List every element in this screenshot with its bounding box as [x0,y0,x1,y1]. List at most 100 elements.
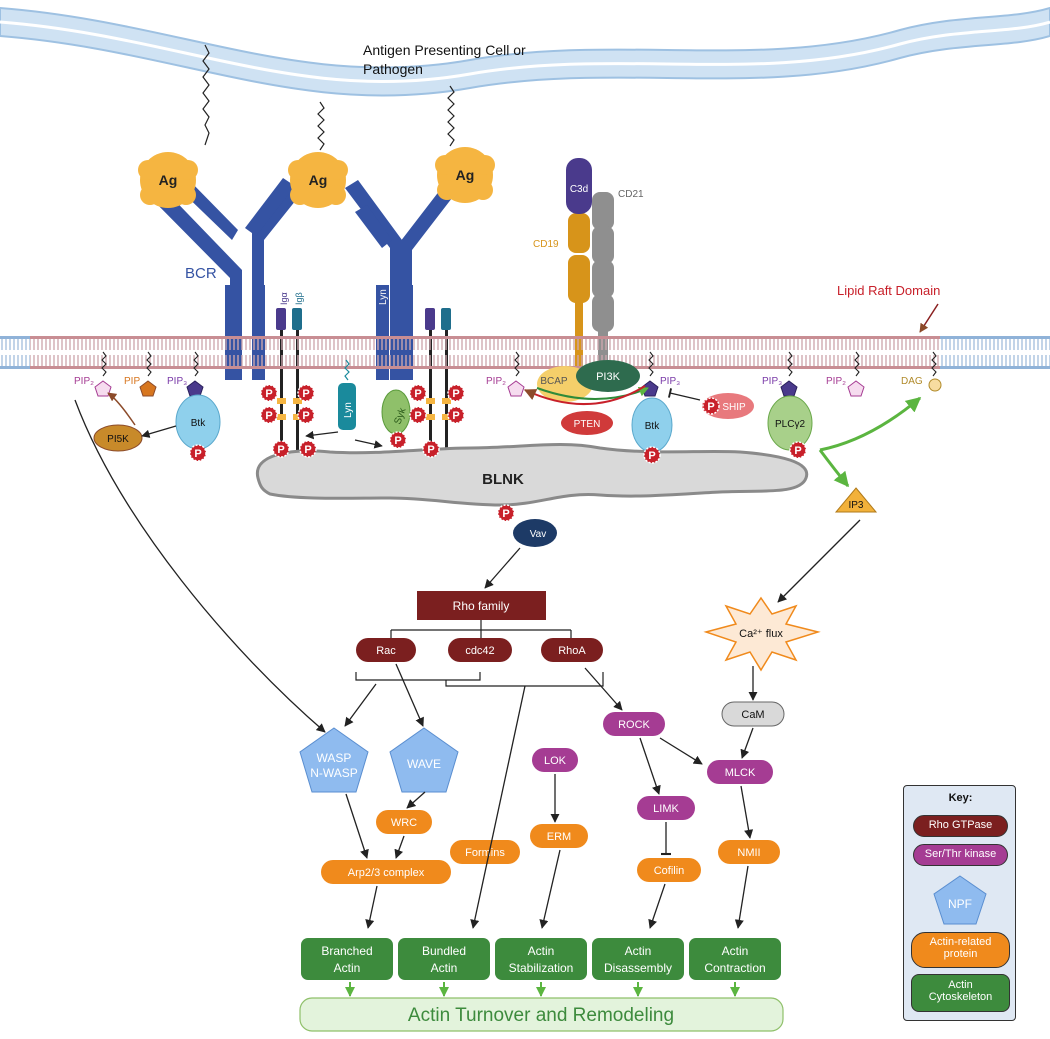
apc-label-line1: Antigen Presenting Cell or [363,42,526,58]
phospho-badge-label: P [502,508,509,520]
turnover-arrows [345,982,740,997]
plasma-membrane [0,336,1050,369]
ig-beta-label: Igβ [294,292,304,305]
outcome-5-line2: Contraction [704,961,765,975]
pip2-lipid-2 [507,380,525,397]
antigen-2-label: Ag [309,172,328,188]
rock-label: ROCK [618,719,650,731]
cdc42-gtpase: cdc42 [448,638,512,662]
cdc42-label: cdc42 [465,645,494,657]
phospho-badge-label: P [277,444,284,456]
antigen-1: Ag [138,152,198,208]
apc-label-line2: Pathogen [363,61,423,77]
pten-phosphatase: PTEN [561,411,613,435]
outcome-4-line2: Disassembly [604,961,672,975]
rho-family-box: Rho family [417,591,546,620]
ig-alpha-beta-2 [425,308,451,470]
lipid-raft-pointer [919,303,939,333]
pip3-lipid-3 [780,380,798,397]
calcium-flux-star: Ca²⁺ flux [703,596,821,672]
phospho-badge-label: P [302,388,309,400]
pip-label: PIP [124,376,140,387]
cam-label: CaM [741,709,764,721]
rac-cdc42-bracket [355,672,481,681]
plcg2-to-dag-arrow [819,396,922,452]
dag-lipid [928,378,942,392]
pip2-label-3: PIP₂ [826,376,846,387]
key-actin-related: Actin-related protein [911,932,1010,968]
pi5k-to-pip2-arrow [107,392,136,426]
phospho-badge: P [447,384,465,402]
outcome-1-line2: Actin [334,961,361,975]
btk-kinase-2: Btk [631,397,673,453]
syk-kinase: Syk [381,389,411,435]
pten-label: PTEN [574,419,601,430]
ig-alpha-label: Igα [279,292,289,305]
phospho-badge: P [297,406,315,424]
phospho-badge-label: P [194,448,201,460]
arp23-label: Arp2/3 complex [348,867,425,879]
btk-to-pi5k-arrow [141,425,177,438]
pi3k-to-pip3-arrow [536,387,649,400]
phospho-badge-label: P [304,444,311,456]
nmii-protein: NMII [718,840,780,864]
rho-family-label: Rho family [453,599,510,613]
phospho-badge: P [297,384,315,402]
pi5k-label: PI5K [107,434,129,445]
outcome-2-line1: Bundled [422,944,466,958]
pi3k-kinase: PI3K [576,360,640,392]
key-actin-cytoskeleton: Actin Cytoskeleton [911,974,1010,1012]
cam-protein: CaM [721,701,785,727]
arp23-complex: Arp2/3 complex [321,860,451,884]
outcome-3-line2: Stabilization [509,961,574,975]
phospho-badge: P [422,440,440,458]
cd19-receptor [568,213,590,380]
phospho-badge: P [447,406,465,424]
lok-kinase: LOK [532,748,578,772]
pip3-lipid-1 [186,380,204,397]
phospho-badge-label: P [452,388,459,400]
actin-turnover-banner: Actin Turnover and Remodeling [299,997,784,1032]
lipid-tails [101,351,937,377]
btk-label-2: Btk [645,421,660,432]
phospho-badge: P [389,431,407,449]
wave-npf: WAVE [389,727,459,793]
pip-lipid [139,380,157,397]
pten-to-pip2-arrow [523,385,646,405]
formins-label: Formins [465,847,505,859]
phospho-badge-label: P [265,410,272,422]
pip3-label-1: PIP₃ [167,376,187,387]
cdc42-rhoa-bracket [445,672,604,687]
outcome-actin-stabilization: Actin Stabilization [495,938,587,980]
phospho-badge: P [497,504,515,522]
key-npf-label: NPF [948,897,972,911]
phospho-badge: P [702,397,720,415]
wasp-npf: WASP N-WASP [299,727,369,793]
lok-label: LOK [544,755,567,767]
phospho-badge: P [643,446,661,464]
pip3-label-3: PIP₃ [762,376,782,387]
pi3k-label: PI3K [596,371,621,383]
key-npf-shape: NPF [933,875,987,925]
phospho-badge-label: P [414,410,421,422]
bcr-label: BCR [185,265,217,282]
key-actin-related-line1: Actin-related [929,936,992,948]
phospho-badge-label: P [707,401,714,413]
antigen-tethers [202,44,455,151]
vav-gef: Vav [513,519,557,547]
cd19-label: CD19 [533,239,559,250]
phospho-badge: P [272,440,290,458]
phospho-badge: P [409,384,427,402]
lyn-to-igab-arrow [305,430,339,440]
pip2-lipid-1 [94,380,112,397]
dag-label: DAG [901,376,923,387]
cofilin-label: Cofilin [654,865,685,877]
key-actin-related-line2: protein [943,948,978,960]
plcg2-to-ip3-arrow [818,449,850,488]
key-title: Key: [948,792,973,804]
nmii-label: NMII [737,847,760,859]
phospho-badge-label: P [648,450,655,462]
limk-label: LIMK [653,803,679,815]
ship-label: SHIP [722,402,746,413]
rock-kinase: ROCK [603,712,665,736]
